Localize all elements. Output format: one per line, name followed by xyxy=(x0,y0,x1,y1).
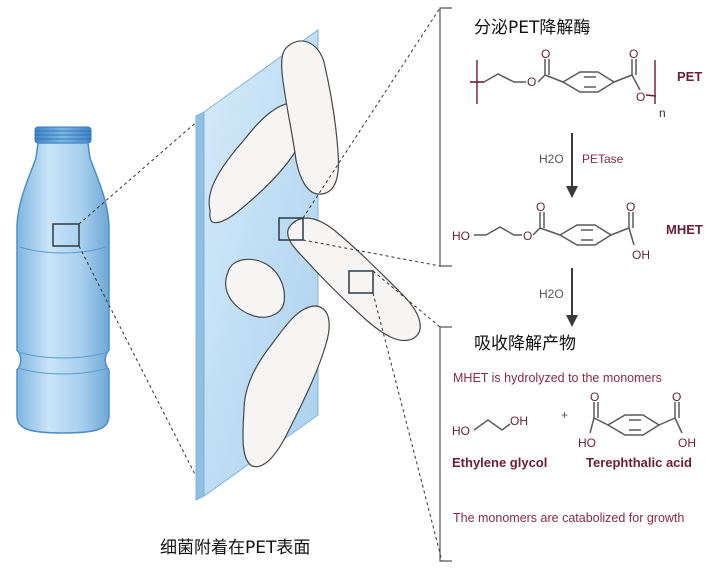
absorption-title: 吸收降解产物 xyxy=(474,334,576,354)
pet-atom-labels: O O O O xyxy=(527,47,645,104)
svg-text:O: O xyxy=(626,200,635,214)
ta-oh: OH xyxy=(678,436,696,450)
mhet-structure xyxy=(474,212,635,246)
mhet-oh: OH xyxy=(632,248,650,262)
bottle-zoom-lines xyxy=(78,111,209,497)
surface-zoom-lines xyxy=(302,7,443,562)
surface-zoom-box-2 xyxy=(348,270,374,294)
mhet-ho: HO xyxy=(452,229,470,243)
plastic-bottle xyxy=(16,126,110,434)
catabolized-note: The monomers are catabolized for growth xyxy=(453,511,684,525)
svg-text:O: O xyxy=(636,90,645,104)
bacterium xyxy=(225,258,285,318)
bottle-zoom-box xyxy=(52,223,80,247)
pet-structure xyxy=(470,59,657,104)
bottle-body xyxy=(16,142,110,434)
terephthalic-acid-structure xyxy=(589,402,683,436)
reaction-arrow-1 xyxy=(566,133,578,198)
bacterium xyxy=(281,40,340,195)
pet-subscript: n xyxy=(659,106,666,120)
plus-sign: + xyxy=(561,408,568,422)
eg-ho: HO xyxy=(452,424,470,438)
hydrolysis-note: MHET is hydrolyzed to the monomers xyxy=(453,371,662,385)
mhet-atom-labels: O O O xyxy=(523,200,635,243)
ethylene-glycol-label: Ethylene glycol xyxy=(452,455,547,470)
svg-text:O: O xyxy=(536,200,545,214)
secretion-title: 分泌PET降解酶 xyxy=(474,18,590,38)
terephthalic-acid-label: Terephthalic acid xyxy=(586,455,692,470)
svg-text:O: O xyxy=(590,390,599,404)
svg-text:O: O xyxy=(629,47,638,61)
ta-ho: HO xyxy=(578,436,596,450)
svg-text:O: O xyxy=(523,229,532,243)
ta-atom-labels: O O xyxy=(590,390,681,404)
bottom-caption: 细菌附着在PET表面 xyxy=(160,538,310,558)
bacteria-group xyxy=(208,40,421,468)
eg-oh: OH xyxy=(510,414,528,428)
bacterium xyxy=(242,305,330,468)
svg-text:O: O xyxy=(541,47,550,61)
step1-reagent: H2O xyxy=(539,152,564,166)
surface-zoom-box-1 xyxy=(278,217,304,241)
panel-brackets xyxy=(439,7,452,562)
mhet-label: MHET xyxy=(666,222,703,237)
step2-reagent: H2O xyxy=(539,287,564,301)
svg-text:O: O xyxy=(527,75,536,89)
svg-text:O: O xyxy=(672,390,681,404)
step1-enzyme: PETase xyxy=(582,152,624,166)
reaction-arrow-2 xyxy=(566,268,578,327)
pet-label: PET xyxy=(677,69,702,84)
bacterium xyxy=(287,217,421,342)
ethylene-glycol-structure xyxy=(473,419,511,431)
